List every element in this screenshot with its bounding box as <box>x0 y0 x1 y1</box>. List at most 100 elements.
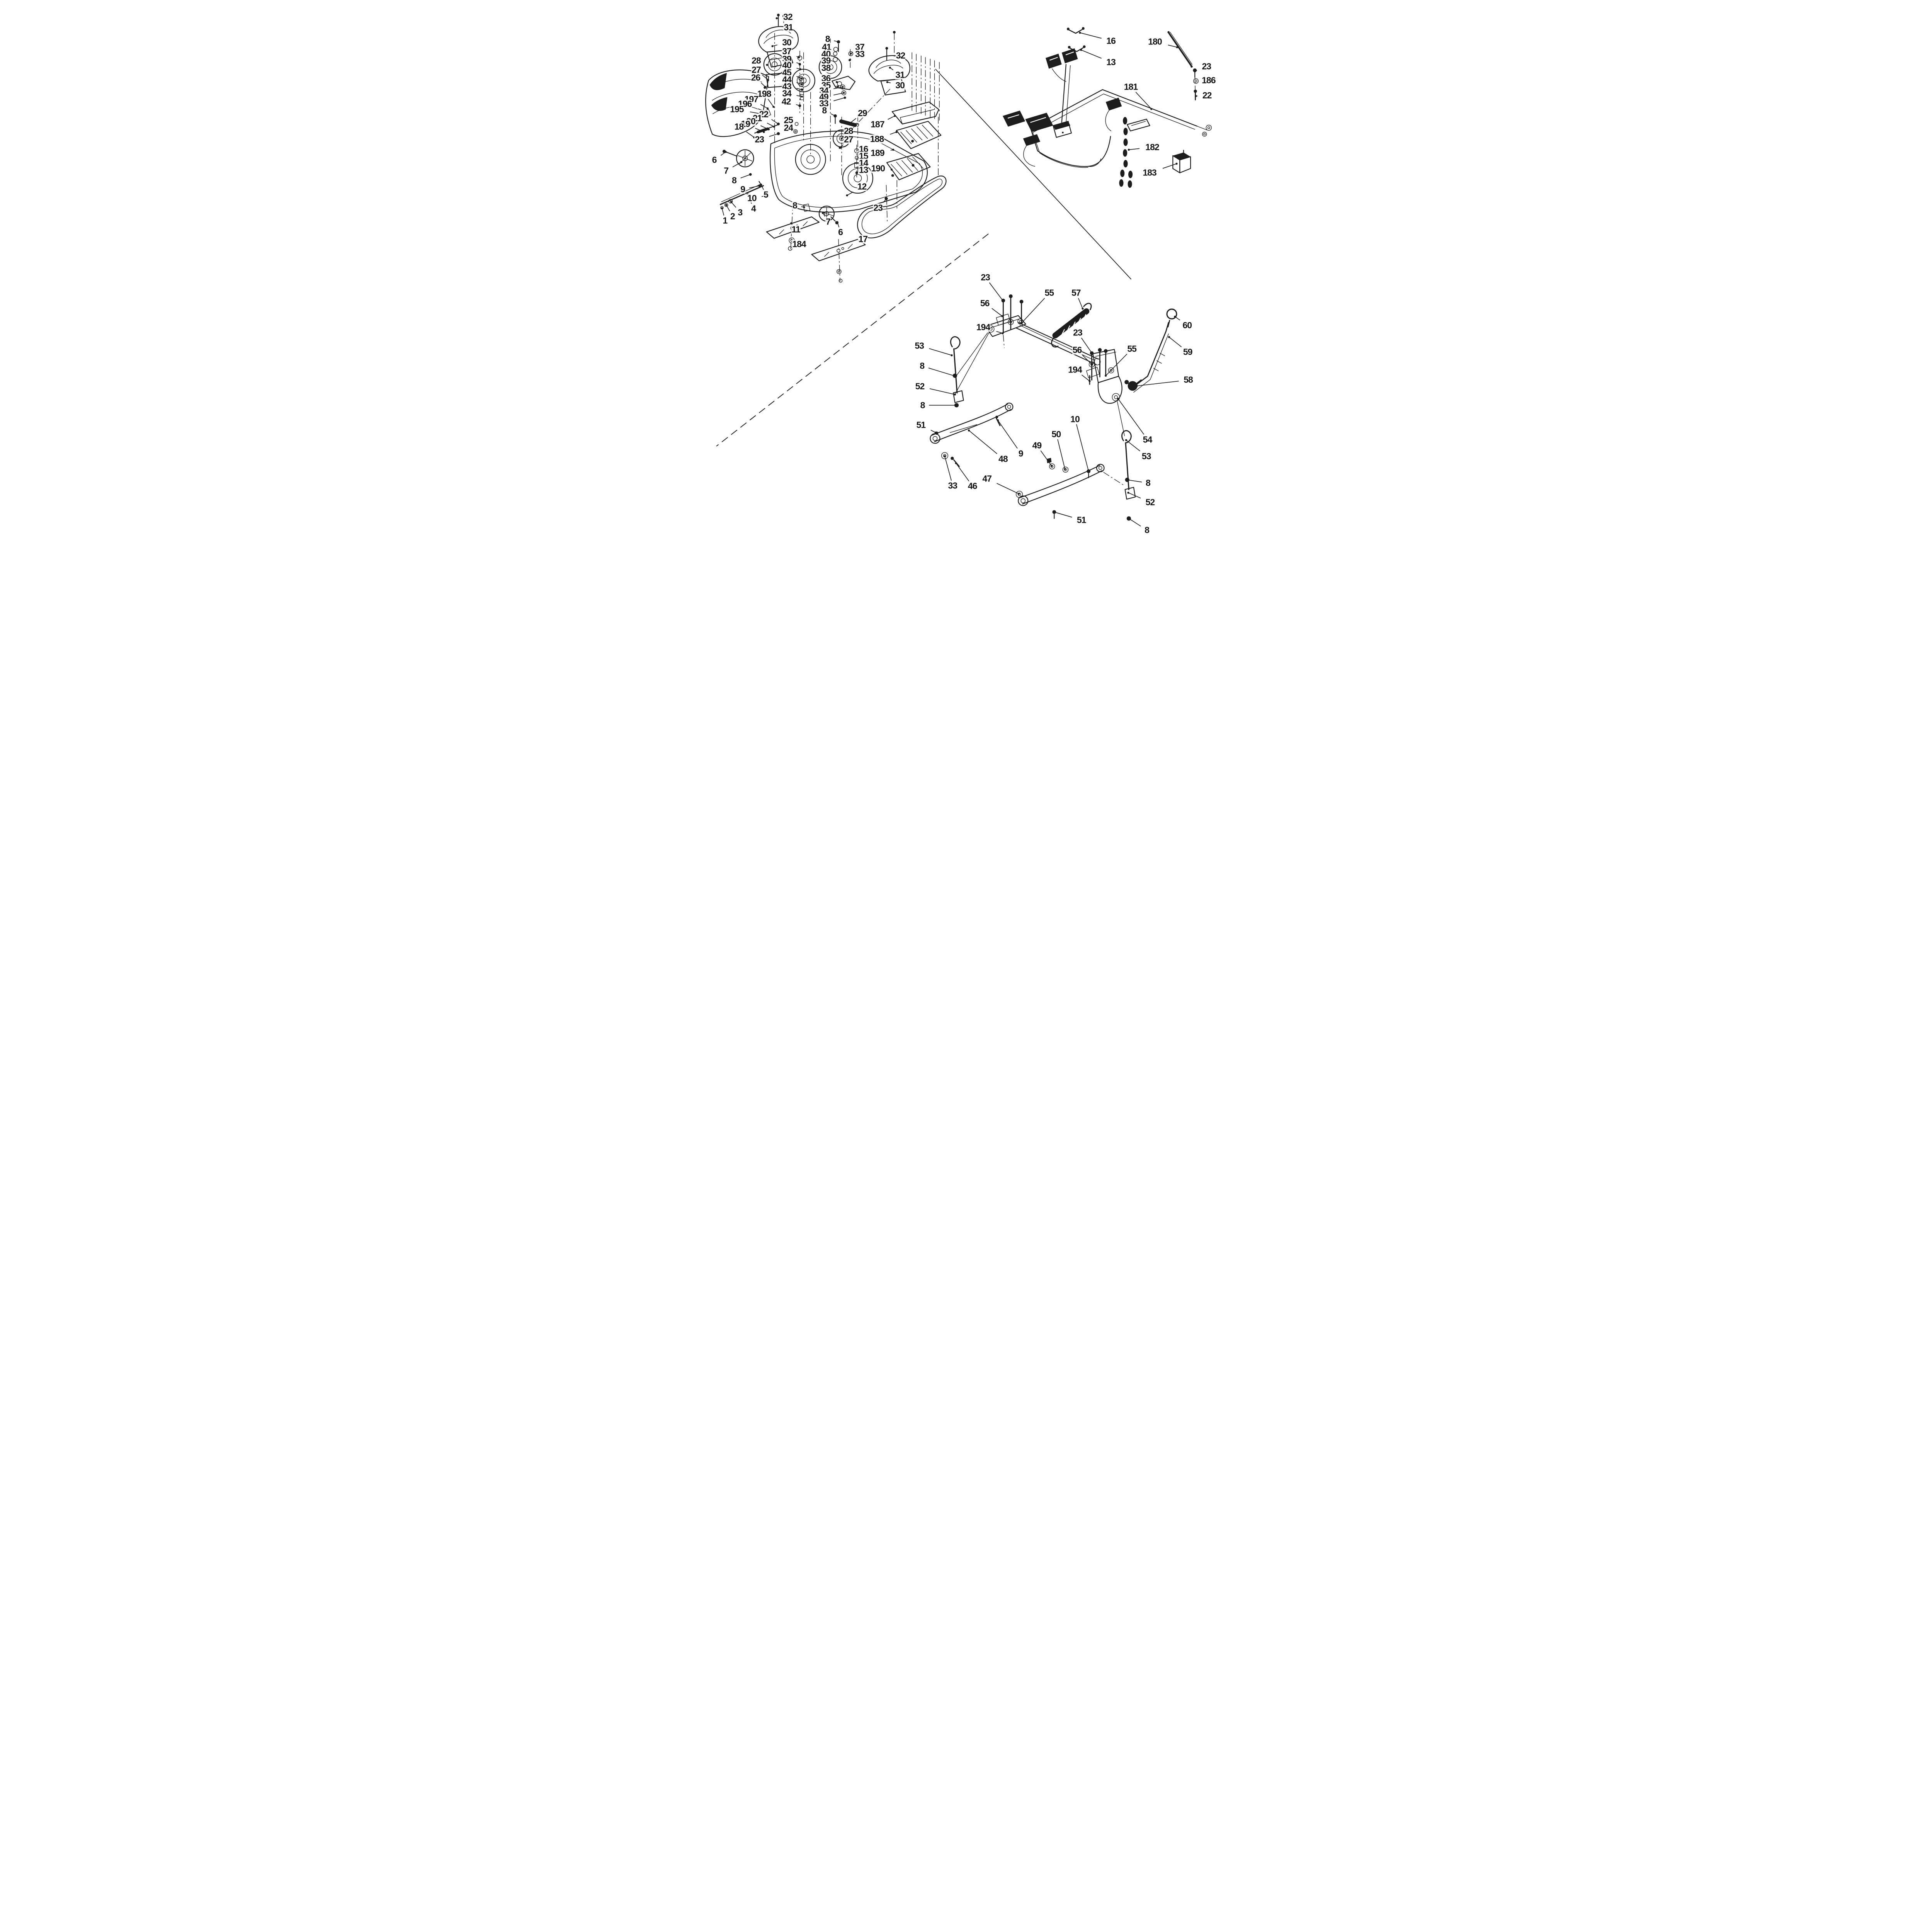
leader-line-6 <box>720 151 726 156</box>
leader-line-34 <box>833 87 843 89</box>
leader-line-29 <box>850 118 856 123</box>
part-label-48: 48 <box>998 454 1008 464</box>
part-label-8: 8 <box>731 175 737 185</box>
part-label-180: 180 <box>1148 36 1162 47</box>
leader-line-33 <box>833 97 845 101</box>
part-label-56: 56 <box>980 298 990 308</box>
part-label-1: 1 <box>722 215 728 226</box>
part-label-55: 55 <box>1044 287 1054 298</box>
leader-line-187 <box>887 116 895 120</box>
part-label-182: 182 <box>1145 142 1160 152</box>
leader-line-195 <box>750 111 761 114</box>
leader-endpoint <box>758 184 760 187</box>
part-label-37: 37 <box>782 46 792 56</box>
leader-endpoint <box>766 64 768 66</box>
part-label-33: 33 <box>819 98 829 109</box>
leader-endpoint <box>762 131 765 133</box>
leader-line-1 <box>721 208 724 216</box>
leader-endpoint <box>1104 374 1107 377</box>
leader-line-23 <box>989 282 1003 301</box>
part-label-7: 7 <box>825 216 831 227</box>
leader-line-9 <box>749 185 760 189</box>
leader-endpoint <box>943 455 946 457</box>
leader-endpoint <box>767 128 770 131</box>
leader-endpoint <box>834 115 836 117</box>
part-label-25: 25 <box>783 115 794 125</box>
leader-line-188 <box>889 131 896 135</box>
part-label-53: 53 <box>1141 451 1151 461</box>
leader-line-183 <box>1162 163 1177 169</box>
part-label-10: 10 <box>747 193 757 203</box>
part-label-11: 11 <box>791 224 801 235</box>
leader-endpoint <box>821 212 824 214</box>
part-label-23: 23 <box>754 134 765 145</box>
leader-endpoint <box>1194 70 1196 73</box>
leader-endpoint <box>886 81 888 83</box>
part-label-12: 12 <box>857 181 867 192</box>
part-label-9: 9 <box>1018 448 1024 459</box>
leader-endpoint <box>790 222 792 224</box>
part-label-23: 23 <box>873 202 883 213</box>
part-label-60: 60 <box>1182 320 1192 330</box>
part-label-30: 30 <box>782 37 792 48</box>
leader-line-8 <box>1128 518 1141 527</box>
leader-endpoint <box>1002 300 1004 302</box>
leader-endpoint <box>798 63 801 65</box>
leader-line-49 <box>833 92 844 95</box>
leader-endpoint <box>1017 493 1020 495</box>
leader-endpoint <box>950 354 953 357</box>
part-label-36: 36 <box>821 73 831 83</box>
leader-endpoint <box>1150 108 1152 110</box>
leader-line-58 <box>1136 381 1179 386</box>
leader-line-8 <box>928 367 954 376</box>
part-label-52: 52 <box>915 381 925 391</box>
leader-line-194 <box>1081 374 1090 381</box>
leader-endpoint <box>1126 479 1128 481</box>
part-label-54: 54 <box>1142 434 1153 445</box>
leader-line-3 <box>730 201 736 208</box>
leader-line-181 <box>1135 92 1151 109</box>
leader-endpoint <box>1063 468 1066 470</box>
part-label-26: 26 <box>750 72 761 83</box>
leader-line-20 <box>760 125 769 130</box>
part-label-17: 17 <box>858 234 868 244</box>
part-label-13: 13 <box>858 165 869 175</box>
leader-endpoint <box>955 404 957 406</box>
leader-line-7 <box>732 162 742 168</box>
leader-line-194 <box>996 331 1003 334</box>
leader-line-55 <box>1021 298 1045 323</box>
leader-endpoint <box>889 66 891 69</box>
part-label-59: 59 <box>1182 347 1193 357</box>
leader-line-16 <box>1080 32 1102 39</box>
leader-line-54 <box>1117 398 1144 435</box>
leader-endpoint <box>776 17 778 19</box>
part-label-31: 31 <box>895 70 905 80</box>
part-label-37: 37 <box>855 42 865 52</box>
leader-endpoint <box>1117 398 1119 400</box>
part-label-46: 46 <box>967 481 978 491</box>
leader-endpoint <box>801 95 803 98</box>
part-label-50: 50 <box>1051 429 1061 439</box>
callout-leader-lines <box>720 17 1197 527</box>
leader-endpoint <box>849 122 851 124</box>
leader-endpoint <box>846 194 848 197</box>
leader-line-56 <box>1082 355 1092 365</box>
diagram-line-art <box>705 14 1212 521</box>
leader-endpoint <box>1090 363 1093 366</box>
part-label-23: 23 <box>980 272 990 282</box>
leader-endpoint <box>1128 148 1130 151</box>
part-label-13: 13 <box>1106 57 1116 67</box>
leader-line-19 <box>755 128 764 133</box>
part-label-187: 187 <box>870 119 885 129</box>
leader-endpoint <box>766 107 769 110</box>
leader-line-55 <box>1105 354 1127 376</box>
leader-line-49 <box>1040 450 1052 466</box>
part-label-23: 23 <box>1073 327 1083 338</box>
leader-endpoint <box>1088 380 1091 382</box>
leader-endpoint <box>954 462 957 464</box>
part-label-8: 8 <box>1145 478 1151 488</box>
leader-endpoint <box>730 201 732 203</box>
leader-endpoint <box>1194 95 1197 97</box>
leader-endpoint <box>934 431 937 434</box>
leader-endpoint <box>890 168 893 171</box>
